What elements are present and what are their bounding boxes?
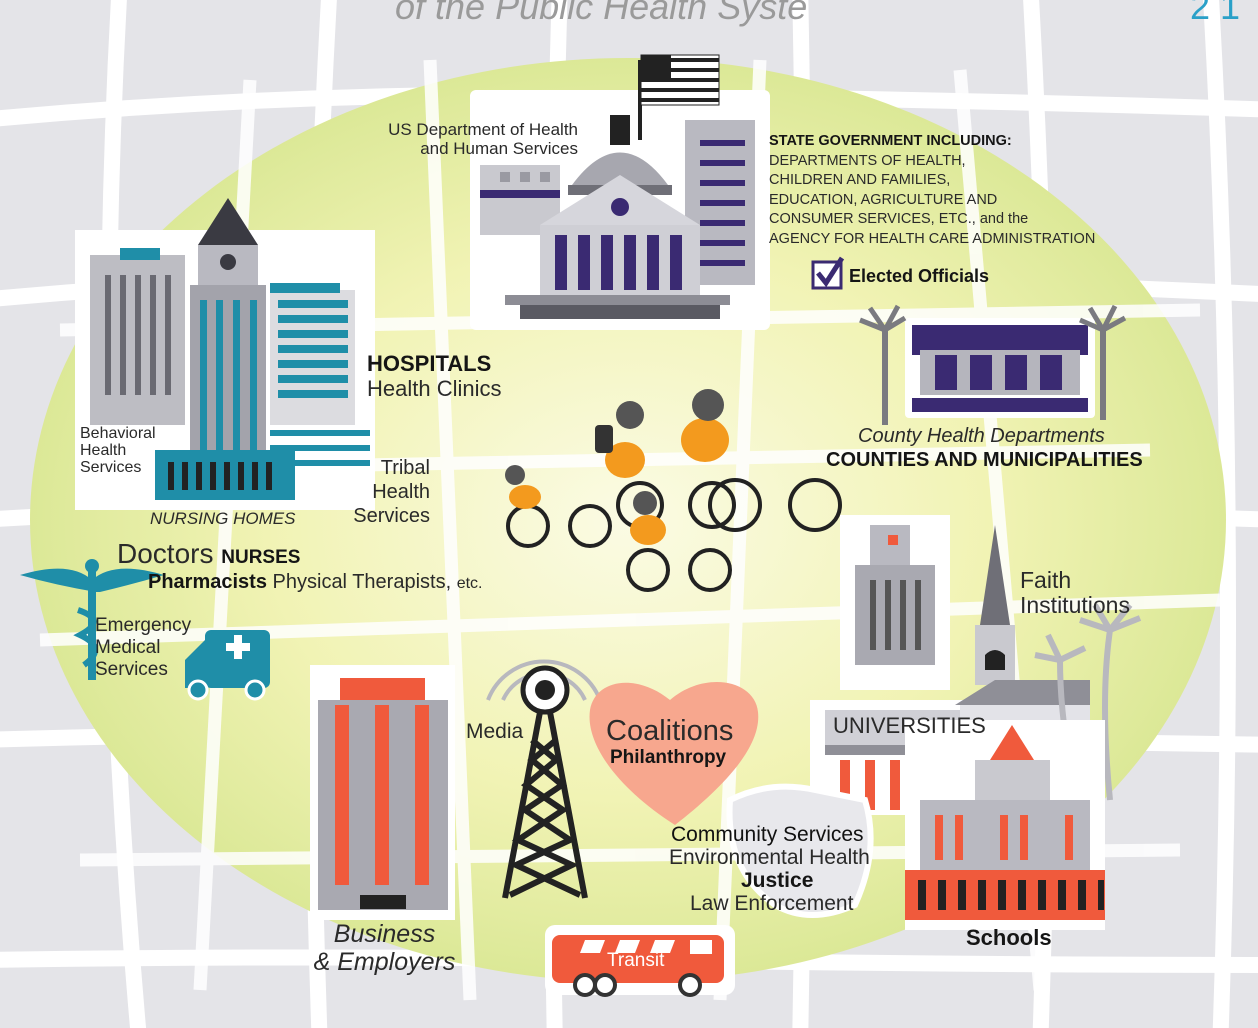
title-fragment-right: 2 1 xyxy=(1190,0,1241,27)
label-etc: etc. xyxy=(456,575,483,592)
palm-trees xyxy=(859,304,1127,425)
title-fragment: of the Public Health Syste xyxy=(395,0,808,27)
label-law-enforcement: Law Enforcement xyxy=(690,892,854,915)
label-nurses: NURSES xyxy=(221,547,301,568)
faith-line: Faith xyxy=(1020,567,1072,593)
label-doctors-nurses: Doctors NURSES xyxy=(117,538,300,569)
heart-icon xyxy=(589,682,759,825)
ems-line: Services xyxy=(95,659,168,680)
label-tribal-health: Tribal Health Services xyxy=(345,456,430,528)
label-environmental-health: Environmental Health xyxy=(669,846,870,869)
label-business: Business & Employers xyxy=(302,920,467,976)
badge-shield-icon xyxy=(726,783,874,918)
hospital-buildings xyxy=(75,198,375,510)
label-behavioral-health: Behavioral Health Services xyxy=(80,425,156,476)
label-pharmacists: Pharmacists xyxy=(148,571,267,593)
us-flag-icon xyxy=(638,54,720,140)
school-building xyxy=(905,720,1105,930)
state-gov-line: AGENCY FOR HEALTH CARE ADMINISTRATION xyxy=(769,230,1096,247)
state-gov-line: CHILDREN AND FAMILIES, xyxy=(769,172,951,189)
label-therapists: Physical Therapists, xyxy=(272,571,452,593)
label-media: Media xyxy=(466,720,524,743)
state-gov-line: EDUCATION, AGRICULTURE AND xyxy=(769,191,998,208)
label-health-clinics: Health Clinics xyxy=(367,376,502,401)
ems-line: Medical xyxy=(95,637,161,658)
label-hhs-line1: US Department of Health xyxy=(388,120,578,139)
label-hospitals: HOSPITALS xyxy=(367,351,492,376)
label-pharmacists-therapists: Pharmacists Physical Therapists, etc. xyxy=(148,571,482,593)
label-justice: Justice xyxy=(741,869,814,892)
state-gov-title: STATE GOVERNMENT INCLUDING: xyxy=(769,133,1012,149)
tribal-line: Services xyxy=(353,505,430,527)
ems-line: Emergency xyxy=(95,615,192,636)
faith-line: Institutions xyxy=(1020,592,1130,618)
label-universities: UNIVERSITIES xyxy=(833,713,986,738)
label-counties: COUNTIES AND MUNICIPALITIES xyxy=(826,449,1143,471)
behavioral-line: Behavioral xyxy=(80,425,156,442)
label-county-health: County Health Departments xyxy=(858,425,1105,447)
label-nursing-homes: NURSING HOMES xyxy=(150,509,296,528)
label-ems: Emergency Medical Services xyxy=(95,615,191,681)
label-faith: Faith Institutions xyxy=(1020,568,1130,618)
business-building xyxy=(310,665,455,920)
business-line: Business xyxy=(333,920,436,948)
label-elected-officials: Elected Officials xyxy=(849,266,990,286)
county-building xyxy=(905,318,1095,418)
ambulance-icon xyxy=(185,630,270,701)
checkbox-checked-icon xyxy=(811,256,845,290)
business-line: & Employers xyxy=(313,948,456,976)
government-buildings xyxy=(470,54,770,330)
label-hhs: US Department of Health and Human Servic… xyxy=(365,120,578,158)
tribal-line: Health xyxy=(372,481,430,503)
label-state-government: STATE GOVERNMENT INCLUDING: DEPARTMENTS … xyxy=(769,132,1095,250)
label-transit: Transit xyxy=(607,950,665,971)
tribal-line: Tribal xyxy=(380,457,430,479)
cyclists-icon xyxy=(505,389,842,592)
state-gov-line: CONSUMER SERVICES, ETC., and the xyxy=(769,211,1029,228)
label-community-services: Community Services xyxy=(671,823,864,846)
label-philanthropy: Philanthropy xyxy=(610,747,727,768)
label-hhs-line2: and Human Services xyxy=(420,139,578,159)
bus-icon xyxy=(545,925,735,997)
broadcast-tower-icon xyxy=(486,659,602,899)
behavioral-line: Health xyxy=(80,442,127,459)
label-doctors: Doctors xyxy=(117,538,214,569)
state-gov-line: DEPARTMENTS OF HEALTH, xyxy=(769,152,966,169)
label-coalitions: Coalitions xyxy=(606,715,734,747)
label-schools: Schools xyxy=(966,925,1052,950)
caduceus-icon xyxy=(20,559,164,680)
behavioral-line: Services xyxy=(80,459,142,476)
